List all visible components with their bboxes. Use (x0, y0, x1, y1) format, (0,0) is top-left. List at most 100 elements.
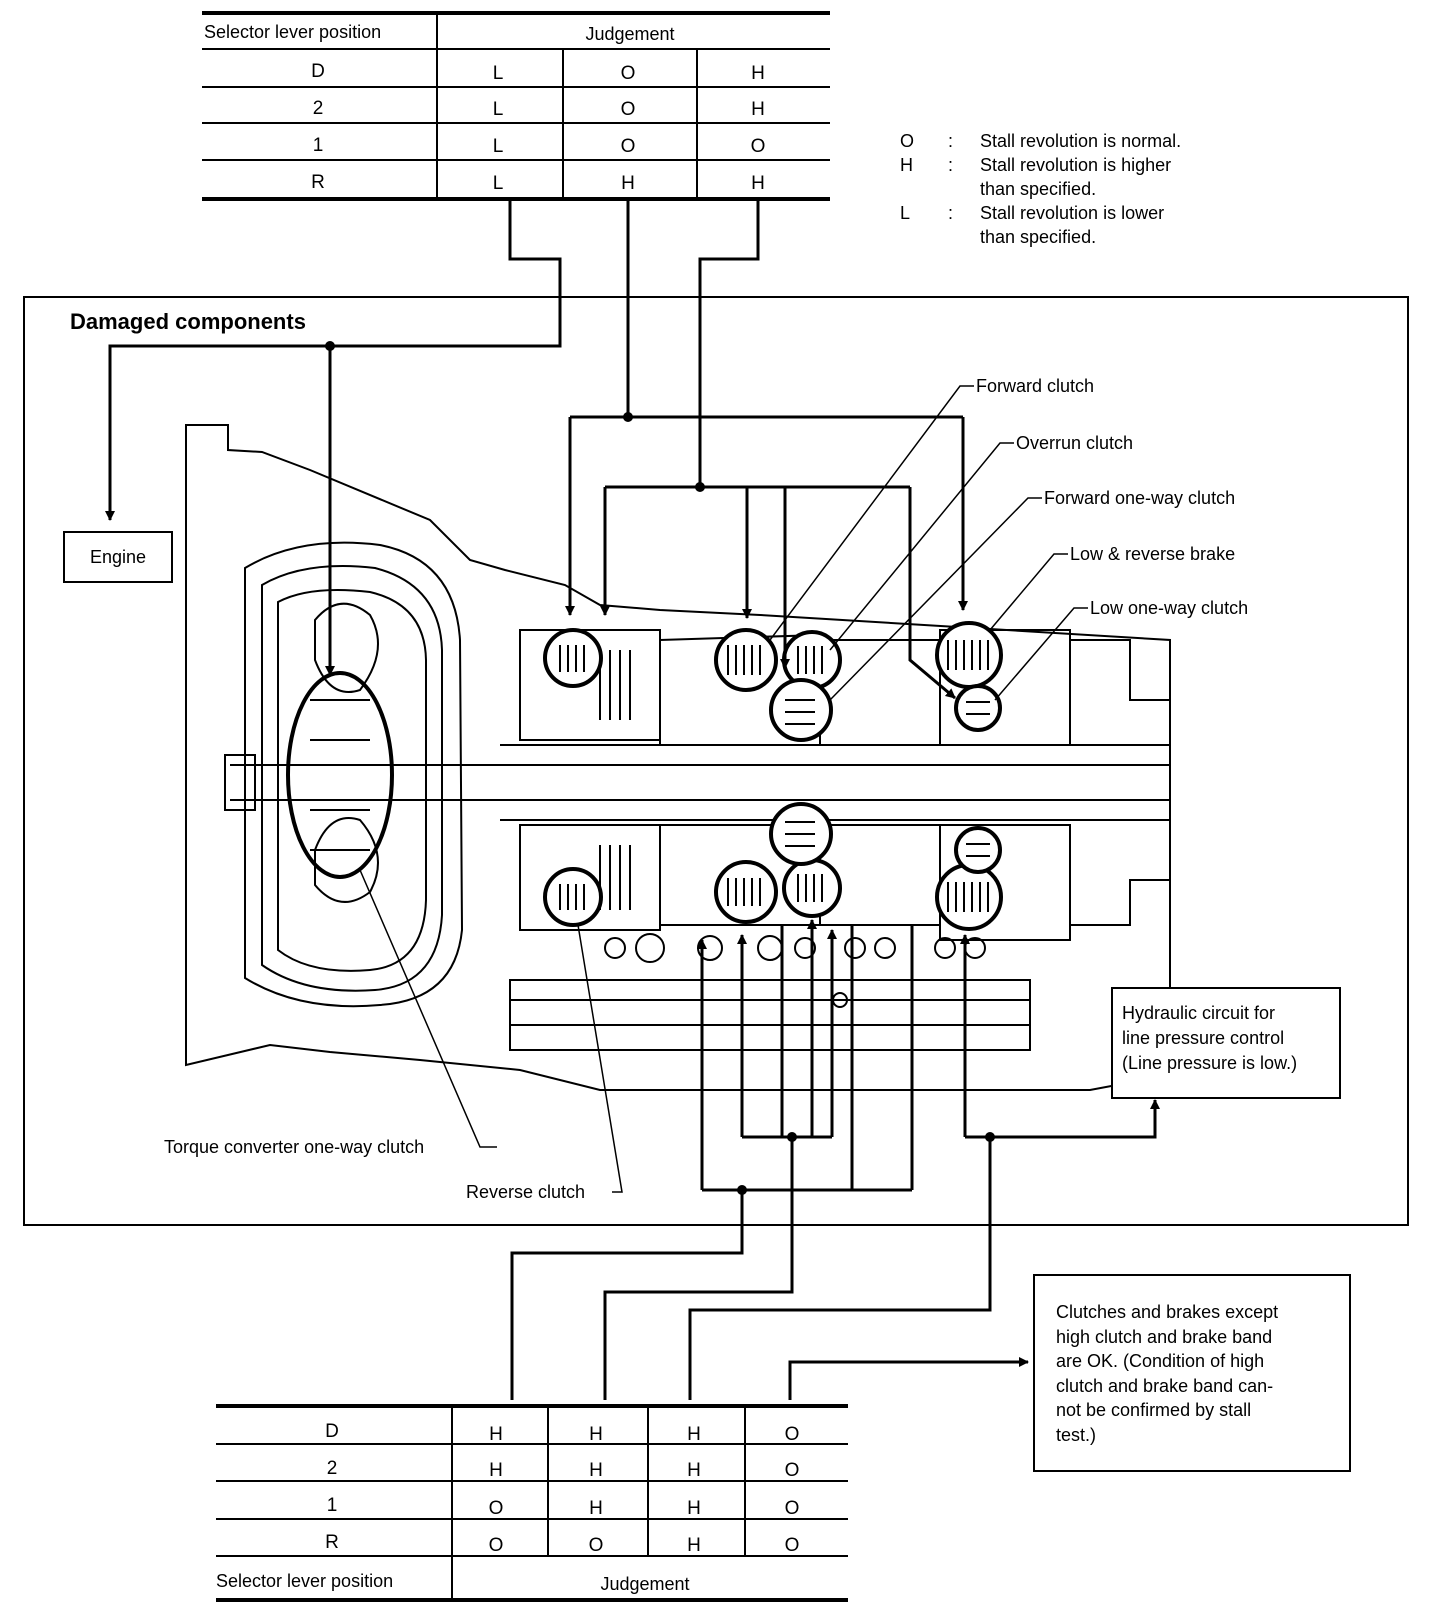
legend-text-l-1: Stall revolution is lower (980, 203, 1164, 223)
component-highlights (286, 621, 1003, 931)
bottom-row-d-col4: O (785, 1424, 800, 1445)
bottom-row-d-col2: H (589, 1424, 603, 1445)
bottom-row-r-col1: O (489, 1535, 504, 1556)
bottom-row-1-col1: O (489, 1498, 504, 1519)
top-row-d-col2: O (621, 63, 636, 84)
top-row-2-col3: H (751, 99, 765, 120)
junction-dot (737, 1185, 747, 1195)
bottom-row-2-col2: H (589, 1460, 603, 1481)
hydraulic-box-line-1: Hydraulic circuit for (1122, 1003, 1275, 1023)
top-row-2-col2: O (621, 99, 636, 120)
top-row-1-col1: L (493, 136, 504, 157)
top-row-1-col3: O (751, 136, 766, 157)
top-row-1-position: 1 (313, 135, 324, 156)
bottom-table-position-header: Selector lever position (216, 1571, 393, 1591)
forward-clutch-lower-marker (714, 860, 778, 924)
hydraulic-box-line-2: line pressure control (1122, 1028, 1284, 1048)
legend-sep-o: : (948, 131, 953, 151)
top-judgement-table (202, 11, 830, 201)
top-row-r-col3: H (751, 173, 765, 194)
torque-converter-one-way-clutch-marker (286, 671, 394, 879)
junction-dot (695, 482, 705, 492)
legend-symbol-l: L (900, 203, 910, 223)
torque-converter-one-way-clutch-label: Torque converter one-way clutch (164, 1137, 424, 1157)
top-row-d-position: D (311, 61, 325, 82)
legend-text-l-2: than specified. (980, 227, 1096, 247)
forward-one-way-clutch-upper-marker (769, 678, 833, 742)
overrun-clutch-label: Overrun clutch (1016, 433, 1133, 453)
reverse-clutch-upper-marker (543, 628, 603, 688)
hydraulic-circuit-box (1111, 987, 1341, 1099)
low-reverse-brake-label: Low & reverse brake (1070, 544, 1235, 564)
engine-box (63, 531, 173, 583)
bottom-row-2-position: 2 (327, 1458, 338, 1479)
junction-dot (787, 1132, 797, 1142)
bottom-connectors (510, 919, 1160, 1400)
component-hatching (310, 640, 990, 912)
ok-box-line-1: Clutches and brakes except (1056, 1302, 1278, 1322)
legend-sep-l: : (948, 203, 953, 223)
ok-box-line-6: test.) (1056, 1425, 1096, 1445)
legend-sep-h: : (948, 155, 953, 175)
junction-dot (325, 341, 335, 351)
panel-title: Damaged components (70, 309, 306, 334)
bottom-row-r-col4: O (785, 1535, 800, 1556)
legend-text-o: Stall revolution is normal. (980, 131, 1181, 151)
top-table-judgement-header: Judgement (585, 24, 674, 44)
legend-text-h-2: than specified. (980, 179, 1096, 199)
legend-symbol-h: H (900, 155, 913, 175)
reverse-clutch-label: Reverse clutch (466, 1182, 585, 1202)
low-one-way-clutch-label: Low one-way clutch (1090, 598, 1248, 618)
top-row-d-col1: L (493, 63, 504, 84)
top-row-r-col2: H (621, 173, 635, 194)
top-row-d-col3: H (751, 63, 765, 84)
bottom-row-r-col2: O (589, 1535, 604, 1556)
junction-dot (985, 1132, 995, 1142)
bottom-row-r-position: R (325, 1532, 339, 1553)
low-one-way-clutch-upper-marker (954, 684, 1002, 732)
bottom-row-1-col4: O (785, 1498, 800, 1519)
legend-text-h-1: Stall revolution is higher (980, 155, 1171, 175)
hydraulic-box-line-3: (Line pressure is low.) (1122, 1053, 1297, 1073)
forward-clutch-upper-marker (714, 628, 778, 692)
top-row-2-col1: L (493, 99, 504, 120)
bottom-judgement-table (216, 1404, 848, 1602)
bottom-table-judgement-header: Judgement (600, 1574, 689, 1594)
bottom-row-2-col3: H (687, 1460, 701, 1481)
bottom-row-r-col3: H (687, 1535, 701, 1556)
low-reverse-brake-upper-marker (935, 621, 1003, 689)
bottom-row-2-col1: H (489, 1460, 503, 1481)
ok-box-line-3: are OK. (Condition of high (1056, 1351, 1264, 1371)
bottom-row-d-col1: H (489, 1424, 503, 1445)
ok-box-line-5: not be confirmed by stall (1056, 1400, 1251, 1420)
bottom-row-1-col3: H (687, 1498, 701, 1519)
engine-label: Engine (90, 547, 146, 567)
overrun-clutch-lower-marker (782, 858, 842, 918)
reverse-clutch-lower-marker (543, 867, 603, 927)
ok-box-line-4: clutch and brake band can- (1056, 1376, 1273, 1396)
bottom-row-d-position: D (325, 1421, 339, 1442)
forward-clutch-label: Forward clutch (976, 376, 1094, 396)
top-row-r-col1: L (493, 173, 504, 194)
top-row-r-position: R (311, 172, 325, 193)
top-connectors (105, 199, 968, 700)
low-one-way-clutch-lower-marker (954, 826, 1002, 874)
component-leaders (359, 385, 1088, 1193)
legend: O : Stall revolution is normal. H : Stal… (900, 131, 1181, 247)
legend-symbol-o: O (900, 131, 914, 151)
ok-box-line-2: high clutch and brake band (1056, 1327, 1272, 1347)
forward-one-way-clutch-label: Forward one-way clutch (1044, 488, 1235, 508)
top-row-1-col2: O (621, 136, 636, 157)
junction-dot (623, 412, 633, 422)
bottom-row-1-col2: H (589, 1498, 603, 1519)
bottom-row-2-col4: O (785, 1460, 800, 1481)
low-reverse-brake-lower-marker (935, 863, 1003, 931)
damaged-components-panel (23, 296, 1409, 1226)
top-table-position-header: Selector lever position (204, 22, 381, 42)
bottom-row-d-col3: H (687, 1424, 701, 1445)
bottom-row-1-position: 1 (327, 1495, 338, 1516)
top-row-2-position: 2 (313, 98, 324, 119)
transmission-cross-section (185, 424, 1171, 1091)
